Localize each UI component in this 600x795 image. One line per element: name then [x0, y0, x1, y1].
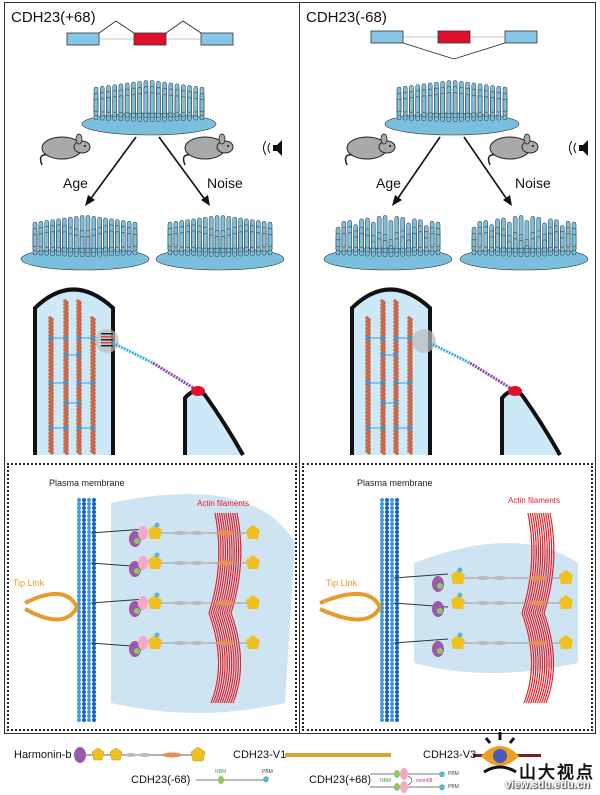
- splicing-diagram: [370, 30, 538, 60]
- harmonin-domain-diagram: [74, 746, 206, 763]
- pst-domain: [162, 752, 182, 758]
- mouse-icon-noise: [182, 133, 234, 166]
- legend-nbm-label: NBM: [380, 778, 392, 784]
- exon-upstream: [66, 32, 100, 46]
- tip-link-complex: [24, 494, 295, 722]
- noise-label: Noise: [515, 175, 551, 191]
- mouse-icon-age: [344, 133, 396, 166]
- molecular-detail-box: [7, 463, 297, 731]
- legend-pbm-label: PBM: [448, 784, 459, 790]
- hair-bundle-age: [20, 215, 150, 271]
- actin-filaments-label: Actin filaments: [197, 499, 250, 508]
- panel-cdh23-plus68: CDH23(+68) Age Noise Plasma membrane Ac: [4, 2, 300, 734]
- legend-exon68-label: exon68: [416, 778, 433, 784]
- legend-nbm-label: NBM: [215, 769, 227, 775]
- exon-68: [437, 30, 471, 44]
- hair-bundle-normal: [81, 80, 217, 136]
- tip-link-label: Tip Link: [326, 578, 358, 588]
- cc-domain: [139, 753, 151, 757]
- watermark-text: 山大视点: [519, 763, 595, 782]
- speaker-icon: [569, 140, 588, 156]
- arrow-noise: [158, 136, 207, 202]
- exon-downstream: [504, 30, 538, 44]
- pdz-domain: [190, 746, 206, 762]
- stereocilium-diagram: [350, 287, 562, 456]
- hair-bundle-age: [323, 215, 453, 271]
- age-label: Age: [376, 175, 401, 191]
- actin-filaments-label: Actin filaments: [508, 496, 561, 505]
- legend-cdh23-minus68-label: CDH23(-68): [131, 774, 191, 786]
- mouse-icon-age: [39, 133, 91, 166]
- legend-cdh23-plus68-label: CDH23(+68): [309, 774, 372, 786]
- cc-domain: [125, 753, 137, 757]
- watermark-url: view.sdu.edu.cn: [505, 779, 590, 791]
- panel-illustration: [319, 30, 589, 722]
- hair-bundle-noise: [155, 215, 285, 271]
- legend-pbm-label: PBM: [448, 771, 459, 777]
- age-label: Age: [63, 175, 88, 191]
- cdh23-v1-bar: [285, 753, 391, 757]
- pbm-motif: [263, 776, 269, 782]
- legend-harmonin-label: Harmonin-b: [14, 749, 72, 761]
- molecular-detail-box: [302, 463, 593, 731]
- exon-downstream: [200, 32, 234, 46]
- plasma-membrane-label: Plasma membrane: [357, 478, 433, 488]
- panel-title: CDH23(-68): [306, 9, 387, 26]
- panel-cdh23-minus68: CDH23(-68) Age Noise Plasma membrane Act…: [299, 2, 596, 734]
- stereocilium-diagram: [33, 287, 245, 456]
- noise-label: Noise: [207, 175, 243, 191]
- tip-link-label: Tip Link: [13, 578, 45, 588]
- ntd-domain: [74, 747, 86, 763]
- mouse-icon-noise: [487, 133, 539, 166]
- arrow-age: [88, 136, 137, 202]
- hair-bundle-noise: [459, 215, 589, 271]
- arrow-age: [395, 136, 441, 202]
- tip-link-complex: [319, 498, 578, 722]
- pdz-domain: [91, 747, 105, 761]
- exon-68: [133, 32, 167, 46]
- speaker-icon: [263, 140, 282, 156]
- arrow-noise: [463, 136, 509, 202]
- splicing-diagram: [66, 20, 234, 46]
- hair-bundle-normal: [384, 80, 520, 136]
- plasma-membrane-label: Plasma membrane: [49, 478, 125, 488]
- legend-cdh23-v3-label: CDH23-V3: [423, 749, 477, 761]
- legend-pbm-label: PBM: [262, 769, 273, 775]
- nbm-motif: [218, 776, 224, 784]
- panel-title: CDH23(+68): [11, 9, 96, 26]
- pdz-domain: [109, 747, 123, 761]
- exon-upstream: [370, 30, 404, 44]
- legend-cdh23-v1-label: CDH23-V1: [233, 749, 287, 761]
- panel-illustration: [20, 20, 295, 722]
